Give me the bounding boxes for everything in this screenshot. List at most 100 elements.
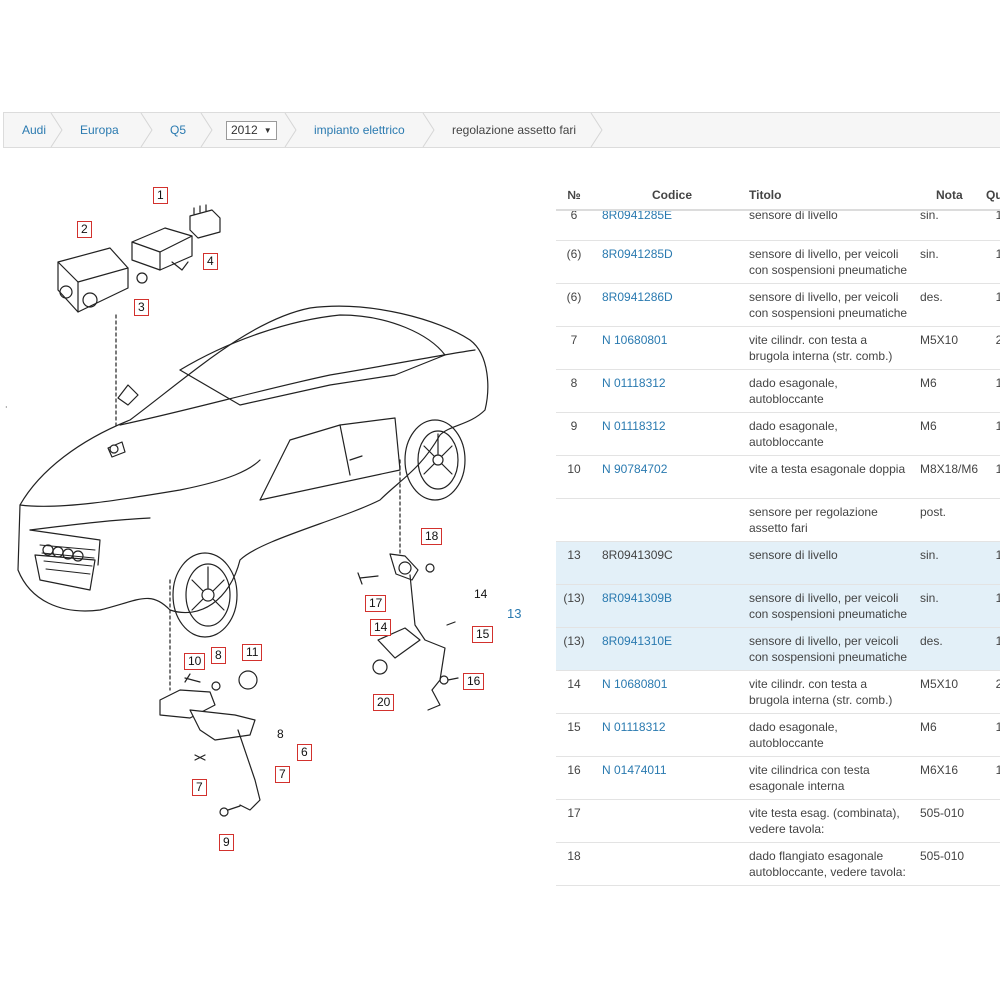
callout-16[interactable]: 16 — [463, 673, 485, 690]
row-code-cell: N 01118312 — [592, 369, 737, 413]
breadcrumb-item-region[interactable]: Europa — [62, 113, 154, 147]
row-title: dado esagonale, autobloccante — [749, 375, 838, 406]
row-number-cell: 14 — [556, 670, 592, 714]
row-note-cell: sin. — [912, 541, 982, 585]
breadcrumb-current-label: regolazione assetto fari — [452, 123, 577, 137]
part-code-link[interactable]: N 01118312 — [602, 719, 666, 734]
row-note: M8X18/M6X16 — [920, 461, 978, 476]
callout-11[interactable]: 11 — [242, 644, 263, 661]
row-note-cell: 505-010 — [912, 799, 982, 843]
header-title[interactable]: Titolo — [737, 180, 912, 211]
header-code[interactable]: Codice — [592, 180, 737, 211]
header-number[interactable]: № — [556, 180, 592, 211]
callout-10[interactable]: 10 — [184, 653, 206, 670]
part-code-link[interactable]: 8R0941309B — [602, 590, 673, 605]
part-code-link[interactable]: 8R0941286D — [602, 289, 673, 304]
row-code-cell — [592, 498, 737, 542]
part-code-link[interactable]: 8R0941310E — [602, 633, 673, 648]
breadcrumb-item-category[interactable]: impianto elettrico — [296, 113, 435, 147]
row-note-cell: des. — [912, 283, 982, 327]
breadcrumb-link-region[interactable]: Europa — [80, 123, 119, 137]
breadcrumb-link-model[interactable]: Q5 — [170, 123, 187, 137]
breadcrumb-item-year[interactable]: 2012 ▼ — [212, 113, 297, 147]
row-quantity: 1 — [986, 461, 1000, 477]
row-quantity: 1 — [986, 375, 1000, 391]
callout-15[interactable]: 15 — [472, 626, 494, 643]
row-quantity-cell: 1 — [982, 240, 1000, 284]
row-title: vite cilindrica con testa esagonale inte… — [749, 762, 870, 793]
row-title-cell: dado esagonale, autobloccante — [737, 713, 912, 757]
breadcrumb-separator-icon — [140, 113, 154, 147]
row-title-cell: dado esagonale, autobloccante — [737, 412, 912, 456]
row-quantity: 2 — [986, 676, 1000, 692]
table-row[interactable]: 16 N 01474011 vite cilindrica con testa es… — [556, 756, 1000, 800]
row-quantity-cell: 1 — [982, 412, 1000, 456]
callout-7-right[interactable]: 7 — [275, 766, 290, 783]
part-code-link[interactable]: 8R0941285E — [602, 210, 673, 221]
breadcrumb-link-category[interactable]: impianto elettrico — [314, 123, 405, 137]
row-number: 17 — [567, 805, 581, 820]
part-code-link[interactable]: N 01474011 — [602, 762, 667, 777]
row-number-cell: 13 — [556, 541, 592, 585]
part-code-link[interactable]: N 10680801 — [602, 332, 668, 347]
callout-20[interactable]: 20 — [373, 694, 395, 711]
row-quantity-cell: 1 — [982, 627, 1000, 671]
breadcrumb-item-current: regolazione assetto fari — [434, 113, 604, 147]
callout-8-top[interactable]: 8 — [211, 647, 226, 664]
callout-3[interactable]: 3 — [134, 299, 149, 316]
row-number: 9 — [570, 418, 578, 433]
row-quantity: 1 — [986, 418, 1000, 434]
row-number: (13) — [563, 590, 585, 605]
breadcrumb-link-brand[interactable]: Audi — [22, 123, 47, 137]
callout-13-link[interactable]: 13 — [507, 606, 522, 621]
row-title-cell: sensore di livello, per veicoli con sosp… — [737, 627, 912, 671]
callout-18[interactable]: 18 — [421, 528, 443, 545]
callout-8[interactable]: 8 — [273, 726, 288, 743]
parts-table: № Codice Titolo Nota Quantità 68R0941285… — [556, 180, 1000, 886]
table-header-row: № Codice Titolo Nota Quantità — [556, 180, 1000, 211]
breadcrumb-item-brand[interactable]: Audi — [4, 113, 63, 147]
row-code-cell: N 10680801 — [592, 326, 737, 370]
breadcrumb-item-model[interactable]: Q5 — [152, 113, 213, 147]
callout-14-top[interactable]: 14 — [470, 586, 492, 603]
callout-4[interactable]: 4 — [203, 253, 218, 270]
callout-6[interactable]: 6 — [297, 744, 312, 761]
part-code-link[interactable]: N 10680801 — [602, 676, 668, 691]
row-quantity: 1 — [986, 719, 1000, 735]
callout-1[interactable]: 1 — [153, 187, 168, 204]
header-quantity[interactable]: Quantità — [982, 180, 1000, 211]
part-code-link[interactable]: N 90784702 — [602, 461, 668, 476]
table-row[interactable]: 9 N 01118312 dado esagonale, autobloccante… — [556, 412, 1000, 456]
callout-7[interactable]: 7 — [192, 779, 207, 796]
row-number: (6) — [566, 289, 582, 304]
header-note[interactable]: Nota — [912, 180, 982, 211]
year-select[interactable]: 2012 ▼ — [226, 120, 277, 140]
breadcrumb-separator-icon — [590, 113, 604, 147]
car-body-drawing — [17, 305, 489, 638]
parts-diagram: · 1 2 3 4 18 17 14 13 15 14 16 20 10 8 1… — [0, 170, 550, 870]
callout-9[interactable]: 9 — [219, 834, 234, 851]
part-code-link[interactable]: 8R0941285D — [602, 246, 673, 261]
callout-17[interactable]: 17 — [365, 595, 387, 612]
callout-14[interactable]: 14 — [370, 619, 392, 636]
callout-2[interactable]: 2 — [77, 221, 92, 238]
part-code-link[interactable]: N 01118312 — [602, 375, 666, 390]
row-number-cell: (6) — [556, 240, 592, 284]
part-code-link[interactable]: N 01118312 — [602, 418, 666, 433]
row-number-cell: 16 — [556, 756, 592, 800]
row-code-cell: 8R0941286D — [592, 283, 737, 327]
